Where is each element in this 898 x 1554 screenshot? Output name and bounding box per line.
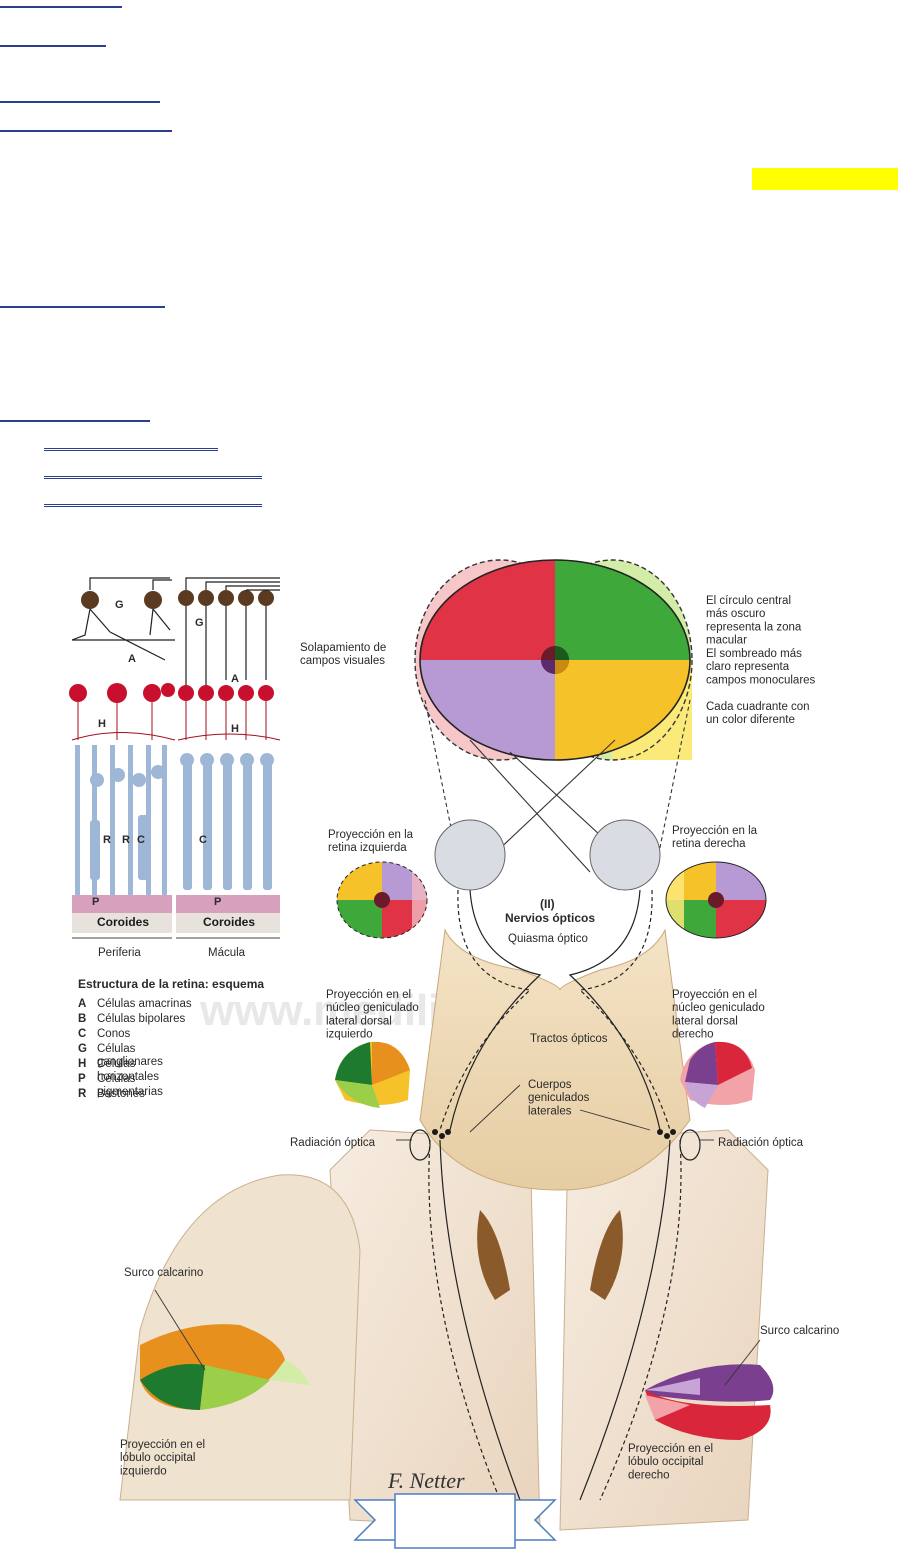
visual-pathway-figure: www.medilibros.com — [69, 559, 839, 1549]
retina-label-C2: C — [199, 834, 207, 846]
legend-key-R: R — [78, 1088, 87, 1100]
optic-radiation-left-label: Radiación óptica — [290, 1137, 376, 1149]
ribbon-banner — [353, 1493, 557, 1549]
legend-key-B: B — [78, 1013, 86, 1025]
optic-nerves-num: (II) — [540, 897, 555, 911]
occipital-right — [645, 1364, 774, 1440]
macula-label: Mácula — [208, 947, 246, 959]
heading-line-3[interactable] — [0, 101, 160, 103]
legend-key-P: P — [78, 1073, 86, 1085]
optic-nerves-label: Nervios ópticos — [505, 911, 595, 925]
calcarine-right-label: Surco calcarino — [760, 1325, 839, 1337]
optic-radiation-right-label: Radiación óptica — [718, 1137, 804, 1149]
retina-label-P: P — [92, 896, 99, 908]
heading-line-4[interactable] — [0, 130, 172, 132]
heading-line-1[interactable] — [0, 6, 122, 8]
artist-signature: F. Netter — [387, 1468, 465, 1493]
legend-text-C: Conos — [97, 1028, 130, 1040]
sub-link-1[interactable] — [44, 448, 218, 451]
retina-projection-right — [665, 861, 767, 939]
legend-title: Estructura de la retina: esquema — [78, 977, 264, 991]
legend-key-G: G — [78, 1043, 87, 1055]
legend-key-A: A — [78, 998, 86, 1010]
legend-key-H: H — [78, 1058, 86, 1070]
retina-label-G2: G — [195, 617, 204, 629]
retina-label-H: H — [98, 718, 106, 730]
sub-link-3[interactable] — [44, 504, 262, 507]
occipital-left — [119, 1174, 361, 1501]
heading-line-5[interactable] — [0, 306, 165, 308]
coroides-left: Coroides — [97, 915, 149, 929]
legend-key-C: C — [78, 1028, 86, 1040]
retina-label-P2: P — [214, 896, 221, 908]
yellow-highlight — [752, 168, 898, 190]
optic-tracts-label: Tractos ópticos — [530, 1033, 608, 1045]
lgn-projection-right — [680, 1041, 755, 1108]
retina-schematic: G G A A H H R R C C P P Coroides Coroide… — [69, 575, 281, 959]
heading-line-2[interactable] — [0, 45, 106, 47]
lgn-projection-left — [335, 1041, 410, 1108]
chiasm-label: Quiasma óptico — [508, 933, 588, 945]
legend-text-A: Células amacrinas — [97, 998, 192, 1010]
retina-legend: Estructura de la retina: esquema A Célul… — [78, 977, 264, 1100]
heading-line-6[interactable] — [0, 420, 150, 422]
retina-label-G: G — [115, 599, 124, 611]
retina-projection-left — [336, 861, 428, 939]
retina-label-R2: R — [122, 834, 130, 846]
retina-label-C: C — [137, 834, 145, 846]
coroides-right: Coroides — [203, 915, 255, 929]
retina-label-R1: R — [103, 834, 111, 846]
retina-label-H2: H — [231, 723, 239, 735]
calcarine-left-label: Surco calcarino — [124, 1267, 203, 1279]
retina-label-A: A — [128, 653, 136, 665]
sub-link-2[interactable] — [44, 476, 262, 479]
retina-label-A2: A — [231, 673, 239, 685]
legend-text-R: Bastones — [97, 1088, 145, 1100]
periferia-label: Periferia — [98, 947, 141, 959]
legend-text-B: Células bipolares — [97, 1013, 185, 1025]
